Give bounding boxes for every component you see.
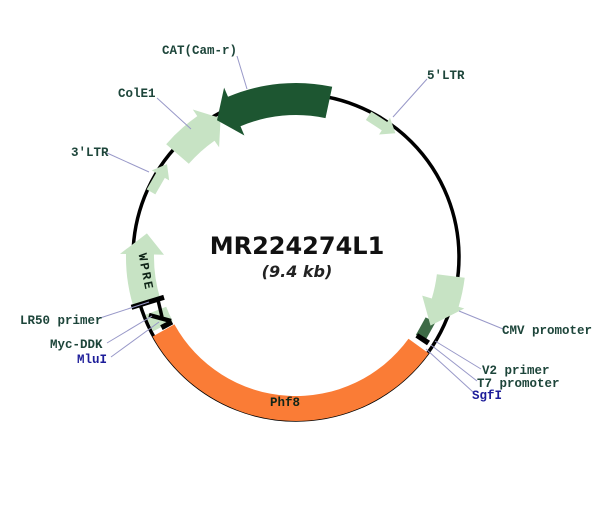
label-t7: T7 promoter xyxy=(477,377,560,391)
label-phf8: Phf8 xyxy=(270,396,300,410)
plasmid-title: MR224274L1 xyxy=(210,232,385,260)
leader-line-lr50 xyxy=(96,301,150,320)
lr50-primer-mark-stem xyxy=(156,299,164,318)
label-cat: CAT(Cam-r) xyxy=(162,44,237,58)
label-sgfi: SgfI xyxy=(472,389,502,403)
phf8-orf-arc xyxy=(152,324,429,421)
label-v2: V2 primer xyxy=(482,364,550,378)
ltr3-arrow xyxy=(146,164,170,195)
cole1-origin-arrow xyxy=(166,109,221,164)
cmv-promoter-arrow xyxy=(422,274,465,326)
leader-line-t7 xyxy=(430,344,478,382)
wpre-arrow xyxy=(120,233,164,307)
plasmid-size: (9.4 kb) xyxy=(262,262,333,281)
label-cole1: ColE1 xyxy=(118,87,156,101)
leader-line-sgfi xyxy=(425,348,474,393)
cat-camr-arrow xyxy=(217,82,333,136)
leader-line-mlui xyxy=(110,321,160,358)
label-lr50: LR50 primer xyxy=(20,314,103,328)
label-mycddk: Myc-DDK xyxy=(50,338,103,352)
leader-line-cole1 xyxy=(156,97,192,130)
leader-line-ltr5 xyxy=(392,78,428,118)
ltr5-arrow xyxy=(365,111,396,135)
leader-line-ltr3 xyxy=(106,152,150,173)
label-cmv: CMV promoter xyxy=(502,324,592,338)
leader-line-mycddk xyxy=(106,315,153,344)
label-ltr3: 3'LTR xyxy=(71,146,109,160)
leader-line-cmv xyxy=(458,310,504,330)
label-mlui: MluI xyxy=(77,353,107,367)
label-ltr5: 5'LTR xyxy=(427,69,465,83)
leader-line-cat xyxy=(236,55,248,90)
sgfi-site-tick xyxy=(415,333,430,346)
leader-line-v2 xyxy=(434,340,482,370)
lr50-primer-mark-bar xyxy=(148,312,172,324)
